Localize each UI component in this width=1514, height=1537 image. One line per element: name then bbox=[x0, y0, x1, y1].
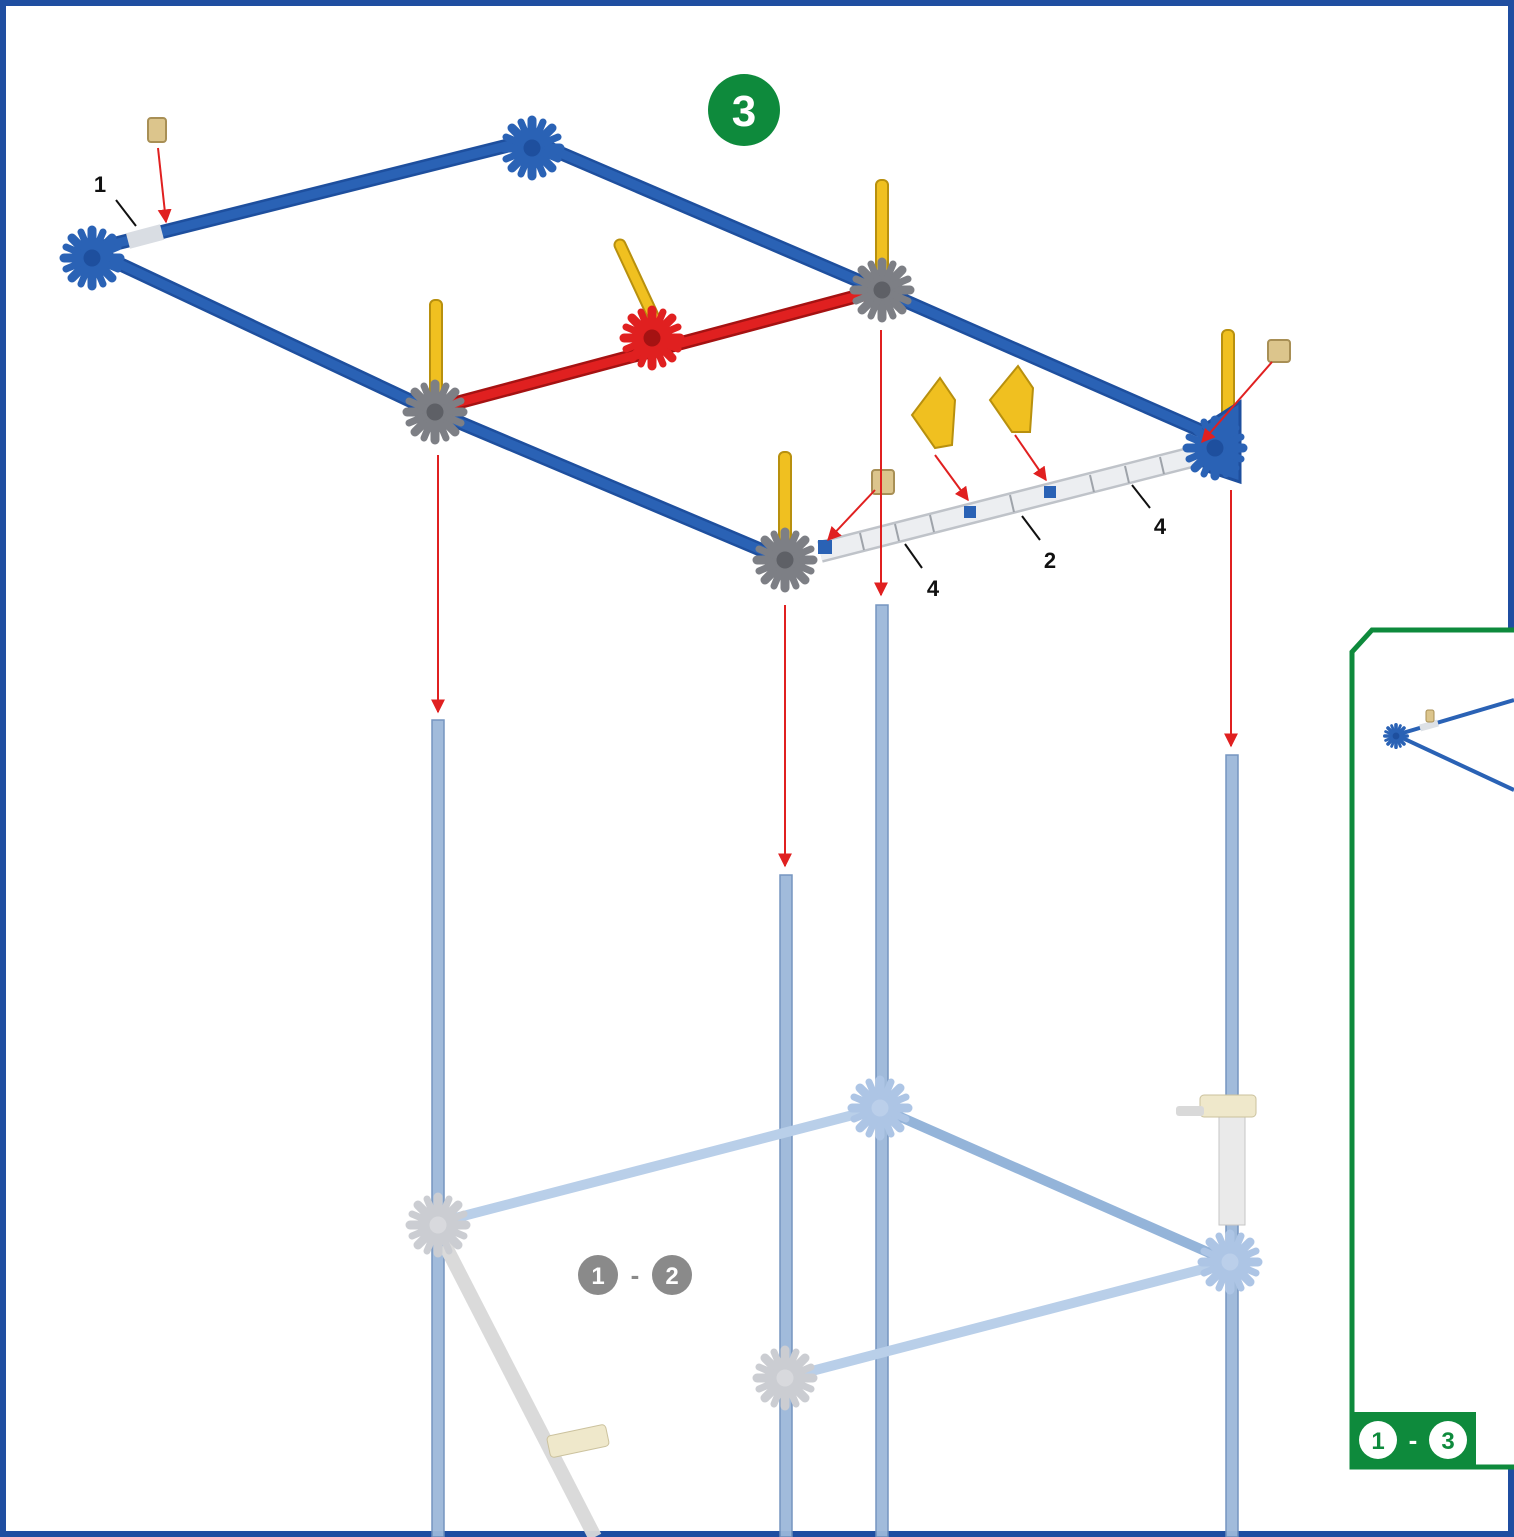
tan-clip-1 bbox=[147, 117, 167, 143]
blue-joint-2 bbox=[1044, 486, 1056, 498]
white-segment-rod bbox=[1218, 1114, 1246, 1226]
prev-step-to-circle bbox=[652, 1255, 692, 1295]
segment-marks bbox=[859, 456, 1165, 551]
inset-panel: 1 - 3 bbox=[1349, 627, 1514, 1470]
blue-connector-2 bbox=[504, 120, 560, 176]
part-label-1: 1 bbox=[94, 172, 106, 197]
arrow-6 bbox=[827, 489, 876, 542]
inset-rod-2 bbox=[1395, 733, 1514, 792]
blue-rod-back-face bbox=[88, 135, 532, 255]
blue-connector-1 bbox=[64, 230, 120, 286]
assembly-arrows bbox=[157, 147, 1273, 868]
grey-connector-3 bbox=[757, 532, 813, 588]
prev-step-separator: - bbox=[631, 1260, 640, 1290]
arrow-9 bbox=[1201, 361, 1273, 444]
prev-step-from: 1 bbox=[591, 1263, 604, 1290]
inset-to: 3 bbox=[1441, 1428, 1454, 1455]
step-badge-circle bbox=[708, 74, 780, 146]
lower-structure bbox=[410, 604, 1258, 1537]
blue-rod-front-face bbox=[428, 405, 787, 565]
pale-connector-1 bbox=[410, 1197, 466, 1253]
inset-connector bbox=[1382, 722, 1409, 750]
inset-sleeve bbox=[1419, 719, 1439, 732]
inset-from: 1 bbox=[1371, 1428, 1384, 1455]
prev-step-to: 2 bbox=[665, 1263, 678, 1290]
leader-line-2 bbox=[904, 543, 923, 569]
blue-rod-right-face bbox=[878, 285, 1224, 445]
blue-joint-1 bbox=[964, 506, 976, 518]
yellow-clip-1 bbox=[910, 376, 957, 450]
blue-rod-left-face bbox=[88, 245, 432, 415]
pale-rod-2 bbox=[779, 874, 793, 1537]
diagonal-white-rod bbox=[438, 1241, 602, 1537]
leader-line-1 bbox=[115, 199, 137, 227]
pale-clip-right bbox=[1199, 1094, 1257, 1118]
grey-connector-1 bbox=[407, 384, 463, 440]
inset-border bbox=[1349, 627, 1514, 1470]
pale-cross-rod-1 bbox=[438, 1103, 882, 1227]
blue-joint-3 bbox=[818, 540, 832, 554]
pale-clip bbox=[546, 1424, 610, 1458]
white-segment-rod-top-face bbox=[817, 446, 1203, 561]
inset-separator: - bbox=[1409, 1425, 1418, 1455]
pale-connector-2 bbox=[852, 1080, 908, 1136]
pale-cross-rod-3 bbox=[783, 1257, 1232, 1383]
pale-pin bbox=[1176, 1106, 1204, 1116]
step-number-badge: 3 bbox=[708, 74, 780, 146]
arrow-7 bbox=[934, 454, 969, 502]
arrow-1 bbox=[157, 147, 172, 224]
part-labels: 1 4 2 4 bbox=[94, 172, 1167, 601]
prev-step-from-circle bbox=[578, 1255, 618, 1295]
part-label-2: 4 bbox=[927, 576, 940, 601]
arrow-8 bbox=[1014, 434, 1047, 482]
yellow-clip-2 bbox=[988, 364, 1035, 433]
upper-frame bbox=[64, 117, 1291, 588]
inset-from-circle bbox=[1359, 1421, 1397, 1459]
part-label-3: 2 bbox=[1044, 548, 1056, 573]
pale-cross-rod-2 bbox=[877, 1103, 1233, 1267]
inset-rod-1 bbox=[1395, 698, 1514, 737]
blue-rod-top-right-face bbox=[528, 135, 882, 295]
white-sleeve bbox=[125, 224, 165, 249]
inset-to-circle bbox=[1429, 1421, 1467, 1459]
pale-rod-1 bbox=[431, 719, 445, 1537]
inset-clip bbox=[1425, 709, 1435, 723]
pale-connector-3 bbox=[757, 1350, 813, 1406]
step-number: 3 bbox=[732, 87, 756, 136]
leader-line-4 bbox=[1131, 484, 1151, 509]
yellow-rod-angled-face bbox=[615, 240, 659, 323]
tan-clip-2 bbox=[871, 469, 895, 495]
pale-connector-4 bbox=[1202, 1234, 1258, 1290]
previous-steps-marker: 1 - 2 bbox=[578, 1255, 692, 1295]
grey-connector-2 bbox=[854, 262, 910, 318]
part-label-4: 4 bbox=[1154, 514, 1167, 539]
tan-clip-3 bbox=[1267, 339, 1291, 363]
pale-rod-3 bbox=[875, 604, 889, 1537]
leader-line-3 bbox=[1021, 515, 1041, 541]
red-connector bbox=[624, 310, 680, 366]
